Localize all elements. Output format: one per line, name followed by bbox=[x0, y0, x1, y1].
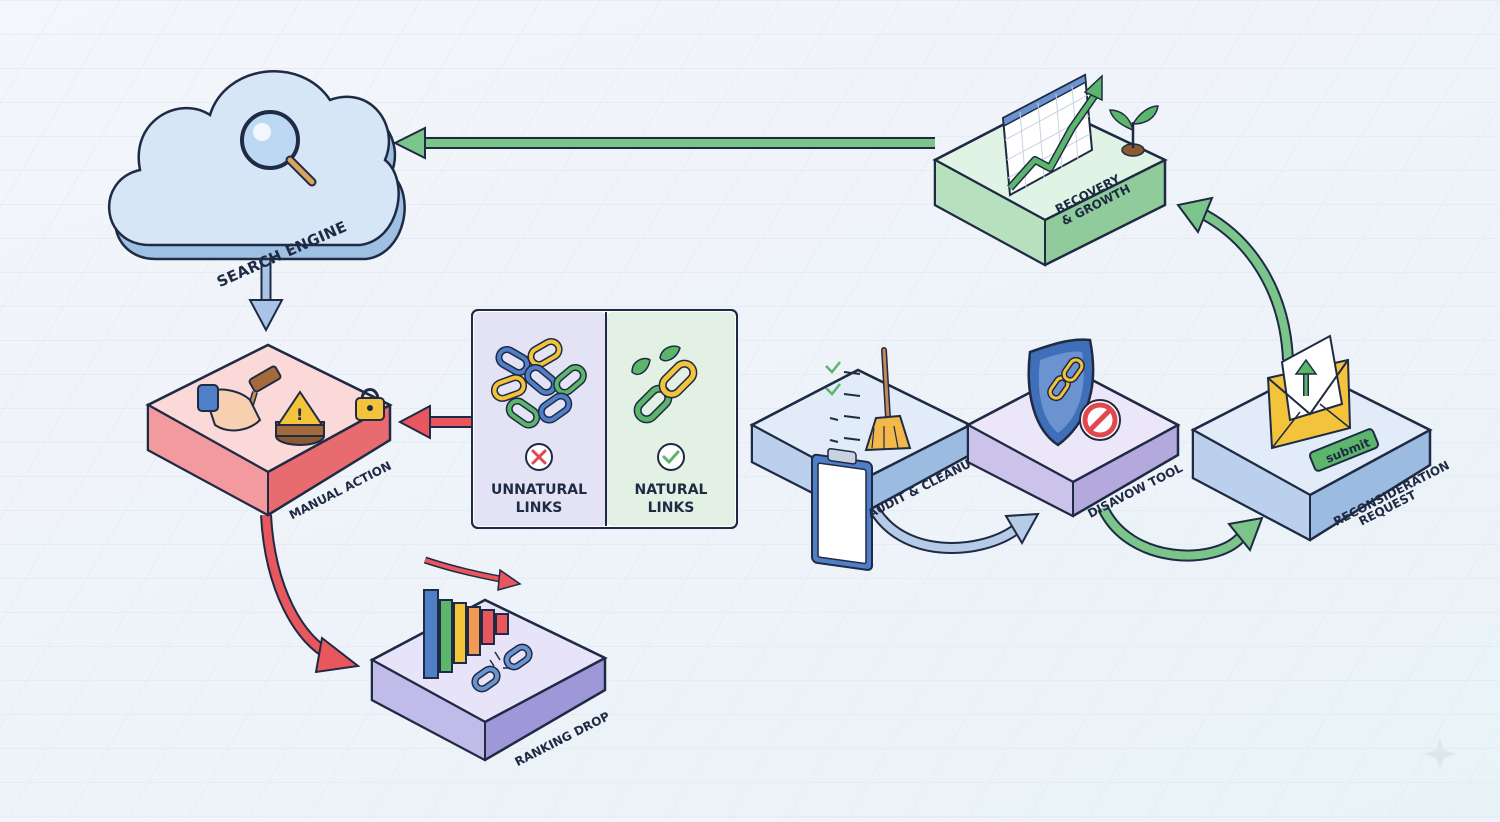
disavow-tool-node[interactable]: DISAVOW TOOL bbox=[965, 338, 1185, 521]
natural-links-section: NATURAL LINKS bbox=[631, 345, 708, 516]
broken-link-icon bbox=[471, 643, 533, 693]
leaf-icon bbox=[631, 345, 681, 376]
falling-bar-chart-icon bbox=[423, 556, 522, 679]
search-engine-node[interactable]: SEARCH ENGINE bbox=[107, 70, 406, 291]
broom-icon bbox=[864, 347, 912, 452]
arrow-reconsideration-to-recovery bbox=[1176, 196, 1294, 361]
envelope-icon bbox=[1266, 334, 1352, 450]
natural-links-label-line2: LINKS bbox=[648, 500, 695, 516]
unnatural-links-label-line1: UNNATURAL bbox=[491, 482, 587, 498]
healthy-chain-icon bbox=[633, 359, 698, 424]
links-comparison-panel: UNNATURAL LINKS NATURAL LINKS bbox=[471, 309, 738, 529]
gavel-hand-icon bbox=[197, 365, 282, 432]
svg-text:!: ! bbox=[296, 405, 303, 424]
clipboard-icon bbox=[811, 361, 873, 571]
arrow-links-to-manual bbox=[397, 404, 472, 440]
manual-action-node[interactable]: ! MANUAL ACTION bbox=[145, 343, 394, 522]
arrow-disavow-to-reconsideration bbox=[1097, 505, 1264, 562]
growth-chart-icon bbox=[1001, 73, 1103, 197]
arrow-recovery-to-search bbox=[392, 126, 935, 160]
check-icon bbox=[657, 443, 685, 471]
sprout-icon bbox=[1109, 105, 1159, 157]
padlock-icon bbox=[355, 388, 385, 421]
magnifier-icon bbox=[240, 110, 317, 187]
tangled-chain-icon bbox=[490, 338, 587, 429]
warning-block-icon: ! bbox=[275, 390, 325, 446]
arrow-manual-to-ranking bbox=[260, 514, 361, 674]
unnatural-links-label-line2: LINKS bbox=[516, 500, 563, 516]
arrow-audit-to-disavow bbox=[866, 501, 1040, 554]
prohibited-icon bbox=[1079, 399, 1121, 441]
unnatural-links-section: UNNATURAL LINKS bbox=[490, 338, 587, 516]
cross-icon bbox=[525, 443, 553, 471]
recovery-growth-node[interactable]: RECOVERY & GROWTH bbox=[932, 73, 1168, 267]
natural-links-label-line1: NATURAL bbox=[635, 482, 708, 498]
sparkle-icon bbox=[1424, 738, 1456, 770]
audit-cleanup-node[interactable]: AUDIT & CLEANUP bbox=[749, 347, 981, 571]
